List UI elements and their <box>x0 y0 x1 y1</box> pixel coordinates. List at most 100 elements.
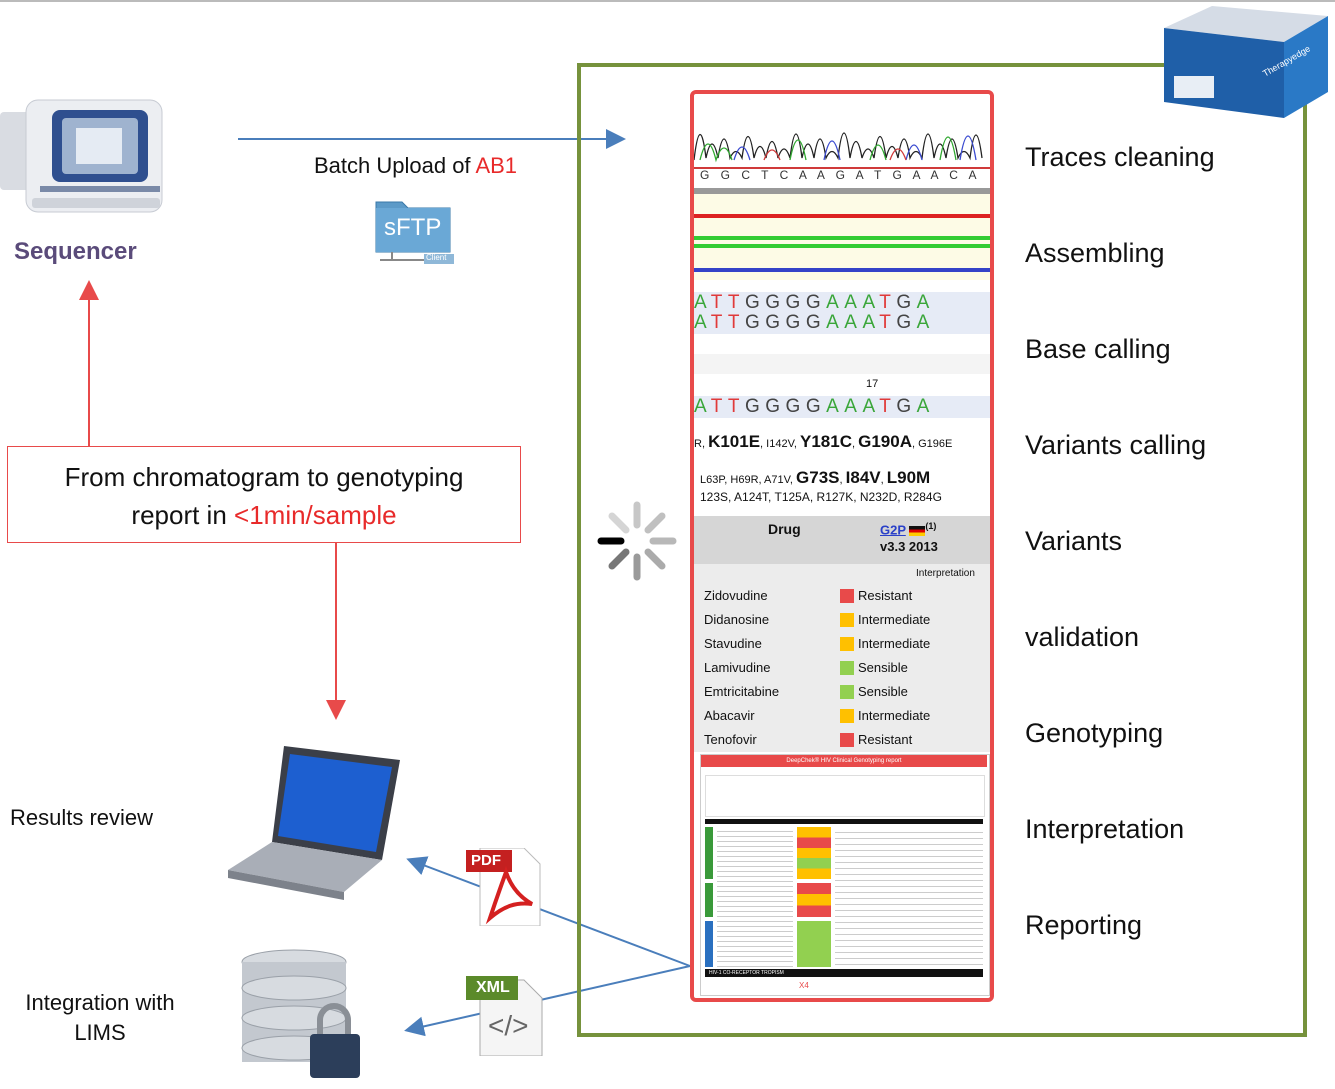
assembly-view <box>694 188 990 280</box>
mutation-text: G190A <box>858 432 912 451</box>
step-label: Traces cleaning <box>1025 142 1215 172</box>
speed-callout: From chromatogram to genotyping report i… <box>7 446 521 543</box>
mutation-text: , I142V, <box>760 438 801 450</box>
drug-result: Resistant <box>840 588 912 603</box>
to-review-arrow <box>406 856 691 967</box>
callout-line2: report in <1min/sample <box>8 496 520 534</box>
mutation-text: , <box>880 474 887 486</box>
analysis-screenshot-panel: G G C T C A A G A T G A A C A ATTGGGGAAA… <box>690 90 994 1002</box>
assembly-track-blue <box>694 268 990 272</box>
processing-spinner-icon <box>594 498 680 584</box>
report-header-bar <box>705 819 983 824</box>
base-call-row-1: ATTGGGGAAATGA <box>694 292 990 313</box>
algorithm-version: v3.3 2013 <box>880 539 938 555</box>
step-label: Interpretation <box>1025 814 1185 844</box>
report-group-3 <box>705 921 713 967</box>
chromatogram-trace <box>694 132 990 169</box>
result-color-swatch <box>840 612 854 627</box>
base-call-row-2: ATTGGGGAAATGA <box>694 312 990 334</box>
result-color-swatch <box>840 732 854 747</box>
batch-upload-label: Batch Upload of AB1 <box>314 153 517 179</box>
step-label: Genotyping <box>1025 718 1164 748</box>
result-color-swatch <box>840 588 854 603</box>
result-color-swatch <box>840 708 854 723</box>
result-label: Intermediate <box>858 708 931 723</box>
mutation-text: K101E <box>708 432 761 451</box>
report-tropism-title: HIV-1 CO-RECEPTOR TROPISM <box>705 969 983 977</box>
sftp-sub-label: Client <box>426 253 447 262</box>
drug-result: Intermediate <box>840 708 930 723</box>
result-label: Sensible <box>858 684 908 699</box>
report-drug-lines <box>717 827 793 967</box>
assembly-track-green-2 <box>694 244 990 248</box>
algorithm-link[interactable]: G2P <box>880 522 906 538</box>
drug-header: Drug <box>768 521 801 537</box>
drug-result: Sensible <box>840 684 908 699</box>
sequencer-label: Sequencer <box>14 238 137 265</box>
database-lock-icon <box>238 948 370 1084</box>
report-mutation-lines <box>835 827 983 967</box>
result-label: Resistant <box>858 588 913 603</box>
step-label: Reporting <box>1025 910 1143 940</box>
mutations-line-2: L63P, H69R, A71V, G73S, I84V, L90M <box>700 468 930 488</box>
mutation-text: , G196E <box>912 438 953 450</box>
server-icon: Therapyedge <box>1160 2 1330 120</box>
base-sequence: ATTGGGGAAATGA <box>694 312 935 333</box>
batch-upload-text: Batch Upload of <box>314 153 476 178</box>
step-label: Variants <box>1025 526 1123 556</box>
sequencer-icon <box>0 98 168 218</box>
drug-result: Intermediate <box>840 636 930 651</box>
result-color-swatch <box>840 684 854 699</box>
report-group-2 <box>705 883 713 917</box>
drug-name: Stavudine <box>704 636 762 651</box>
to-lims-arrow <box>404 965 691 1037</box>
results-review-label: Results review <box>10 805 154 830</box>
algorithm-header: G2P (1) v3.3 2013 <box>880 521 938 554</box>
report-results-col-3 <box>797 921 831 967</box>
ab1-highlight: AB1 <box>475 153 518 178</box>
mutation-text: G73S <box>796 468 840 487</box>
flag-icon <box>909 525 926 536</box>
interpretation-table: Drug G2P (1) v3.3 2013 Interpretation Zi… <box>694 516 990 752</box>
pdf-label: PDF <box>471 852 501 869</box>
assembly-track-red <box>694 214 990 218</box>
top-divider <box>0 0 1335 2</box>
pdf-icon: PDF <box>466 847 542 927</box>
report-sample-info <box>705 775 985 817</box>
drug-result: Resistant <box>840 732 912 747</box>
xml-icon: XML </> <box>466 974 546 1057</box>
mutation-text: L90M <box>886 468 931 487</box>
base-sequence: ATTGGGGAAATGA <box>694 292 935 313</box>
integration-label: Integration with LIMS <box>10 988 190 1048</box>
drug-name: Lamivudine <box>704 660 771 675</box>
position-label: 17 <box>866 378 879 390</box>
base-sequence: ATTGGGGAAATGA <box>694 396 935 417</box>
interp-header-bar <box>694 516 990 564</box>
mutation-text: , <box>839 474 846 486</box>
integration-line1: Integration with <box>25 990 175 1015</box>
pipeline-frame <box>577 63 1307 1037</box>
trace-bases: G G C T C A A G A T G A A C A <box>700 168 981 182</box>
base-call-spacer <box>694 354 990 374</box>
result-label: Intermediate <box>858 636 931 651</box>
callout-line2-text: report in <box>131 500 235 530</box>
result-label: Sensible <box>858 660 908 675</box>
mutation-text: Y181C <box>800 432 852 451</box>
callout-line1: From chromatogram to genotyping <box>64 462 464 492</box>
code-glyph: </> <box>488 1010 529 1041</box>
drug-result: Sensible <box>840 660 908 675</box>
callout-highlight: <1min/sample <box>234 500 397 530</box>
mutation-text: L63P, H69R, A71V, <box>700 474 797 486</box>
result-label: Resistant <box>858 732 913 747</box>
report-thumbnail: DeepChek® HIV Clinical Genotyping report… <box>700 754 990 996</box>
drug-name: Abacavir <box>704 708 755 723</box>
result-label: Intermediate <box>858 612 931 627</box>
step-label: Assembling <box>1025 238 1165 268</box>
mutation-text: , <box>852 438 859 450</box>
step-label: validation <box>1025 622 1140 652</box>
sftp-client-icon: sFTP Client <box>372 196 456 264</box>
mutation-text: I84V <box>845 468 881 487</box>
algorithm-sup: (1) <box>925 521 937 531</box>
drug-name: Emtricitabine <box>704 684 780 699</box>
